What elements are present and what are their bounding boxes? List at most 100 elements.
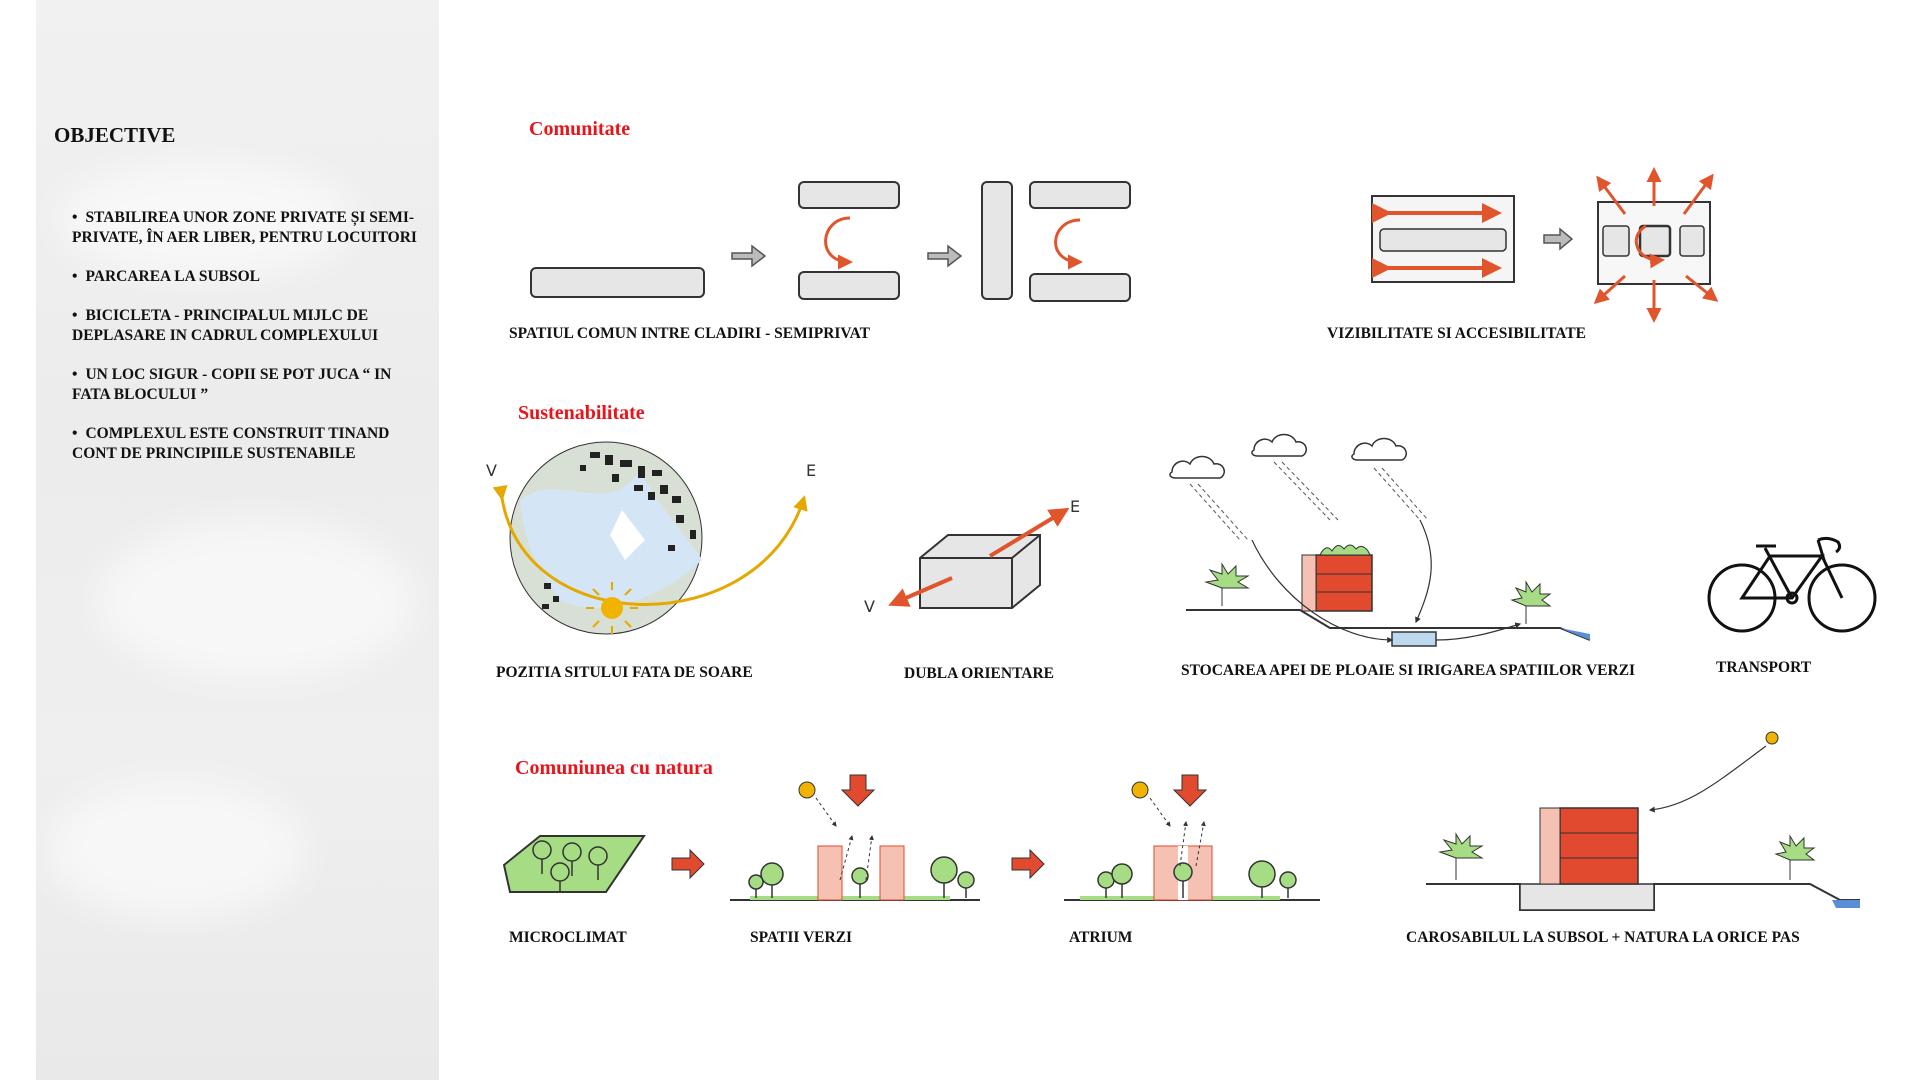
grass-strip — [750, 896, 950, 900]
sun-path — [492, 484, 808, 606]
building-section — [1559, 807, 1639, 885]
block-bottom — [798, 271, 900, 300]
block-top — [798, 181, 900, 209]
palm-tree — [1204, 562, 1250, 606]
bicycle-icon — [1707, 536, 1877, 633]
tree-icons — [748, 856, 975, 898]
air-flow — [1195, 821, 1206, 867]
visibility-diagram — [1371, 167, 1719, 323]
caption-spatiul-comun: SPATIUL COMUN INTRE CLADIRI - SEMIPRIVAT — [509, 325, 870, 342]
dual-orientation-diagram: E V — [864, 497, 1080, 616]
air-flow — [1179, 821, 1188, 867]
circulation-arrow — [1054, 218, 1083, 270]
tree-icons — [1097, 860, 1297, 898]
objective-item: BICICLETA - PRINCIPALUL MIJLC DE DEPLASA… — [72, 306, 428, 346]
underground-parking — [1519, 883, 1655, 911]
red-down-arrow — [1172, 774, 1208, 807]
building-box — [919, 534, 1041, 609]
sun-icon — [601, 597, 623, 619]
sun-icon — [1765, 731, 1779, 745]
light-arrow — [1648, 745, 1767, 813]
east-arrow — [988, 507, 1070, 558]
caption-transport: TRANSPORT — [1716, 659, 1812, 676]
sun-rays — [586, 582, 638, 634]
central-block — [1379, 228, 1507, 252]
caption-carosabilul: CAROSABILUL LA SUBSOL + NATURA LA ORICE … — [1406, 929, 1800, 946]
caption-stocarea-apei: STOCAREA APEI DE PLOAIE SI IRIGAREA SPAT… — [1181, 662, 1636, 679]
objective-item: STABILIREA UNOR ZONE PRIVATE ȘI SEMI-PRI… — [72, 208, 428, 248]
cloud-texture — [96, 520, 416, 680]
objective-item: UN LOC SIGUR - COPII SE POT JUCA “ IN FA… — [72, 365, 428, 405]
section-title-sustenabilitate: Sustenabilitate — [518, 402, 645, 424]
light-ray — [815, 797, 837, 827]
atrium-diagram — [1064, 774, 1320, 901]
block-bottom — [1029, 273, 1131, 302]
caption-dubla-orientare: DUBLA ORIENTARE — [904, 665, 1055, 682]
building-pink — [879, 845, 905, 901]
compass-east-label: E — [1070, 497, 1080, 516]
cloud-texture — [46, 780, 306, 920]
caption-spatii-verzi: SPATII VERZI — [750, 929, 853, 946]
building-pink — [817, 845, 843, 901]
air-flow — [865, 835, 874, 881]
building-section — [1315, 554, 1373, 612]
clearing — [610, 510, 645, 560]
sun-position-diagram: V E — [486, 441, 816, 635]
flow-arrow — [1435, 622, 1522, 641]
building-section — [1301, 554, 1317, 612]
red-down-arrow — [840, 774, 876, 807]
parking-section-diagram — [1426, 731, 1860, 911]
microclimate-diagram — [502, 835, 705, 893]
red-arrow — [1011, 848, 1045, 880]
flow-arrow — [1415, 519, 1432, 624]
red-arrow — [671, 848, 705, 880]
block-side — [981, 181, 1013, 300]
building-icon — [1638, 224, 1672, 258]
compass-west-label: V — [864, 597, 875, 616]
rainwater-diagram — [1169, 433, 1591, 647]
caption-microclimat: MICROCLIMAT — [509, 929, 627, 946]
caption-pozitia-sitului: POZITIA SITULUI FATA DE SOARE — [496, 664, 753, 681]
sun-icon — [1131, 781, 1149, 799]
light-ray — [1149, 797, 1171, 827]
palm-tree — [1438, 832, 1484, 880]
caption-atrium: ATRIUM — [1069, 929, 1133, 946]
sidebar-title: OBJECTIVE — [54, 123, 176, 147]
grey-arrow — [927, 244, 963, 268]
block-evolution-diagram — [530, 181, 1131, 302]
radial-arrows — [1593, 167, 1719, 323]
objective-item: COMPLEXUL ESTE CONSTRUIT TINAND CONT DE … — [72, 424, 428, 464]
building-section — [1539, 807, 1561, 885]
tree-icons — [532, 840, 608, 892]
rain-lines — [1189, 461, 1429, 541]
green-roof — [1319, 544, 1371, 556]
west-arrow — [888, 576, 953, 607]
water-tank — [1391, 631, 1437, 647]
grey-arrow — [1543, 227, 1574, 251]
objectives-list: STABILIREA UNOR ZONE PRIVATE ȘI SEMI-PRI… — [72, 208, 428, 483]
ground-line — [1186, 609, 1591, 641]
sidebar-panel — [36, 0, 439, 1080]
building-icon — [1679, 225, 1705, 257]
flow-arrow — [1251, 539, 1394, 643]
palm-tree — [1510, 580, 1552, 624]
objective-item: PARCAREA LA SUBSOL — [72, 267, 428, 287]
building-icon — [1602, 225, 1630, 257]
water-edge — [1560, 628, 1590, 640]
section-title-comunitate: Comunitate — [529, 118, 631, 140]
rain-clouds — [1169, 433, 1407, 479]
water-edge — [1832, 900, 1860, 908]
compass-east-label: E — [806, 461, 816, 480]
green-spaces-diagram — [730, 774, 1045, 901]
air-flow — [839, 835, 854, 881]
sun-icon — [798, 781, 816, 799]
single-block — [530, 267, 705, 298]
circulation-arrow — [824, 216, 853, 270]
section-title-natura: Comuniunea cu natura — [515, 757, 713, 779]
box-edges — [920, 534, 1041, 608]
block-top — [1029, 181, 1131, 209]
palm-tree — [1774, 834, 1816, 880]
grey-arrow — [731, 244, 767, 268]
caption-vizibilitate: VIZIBILITATE SI ACCESIBILITATE — [1327, 325, 1587, 342]
